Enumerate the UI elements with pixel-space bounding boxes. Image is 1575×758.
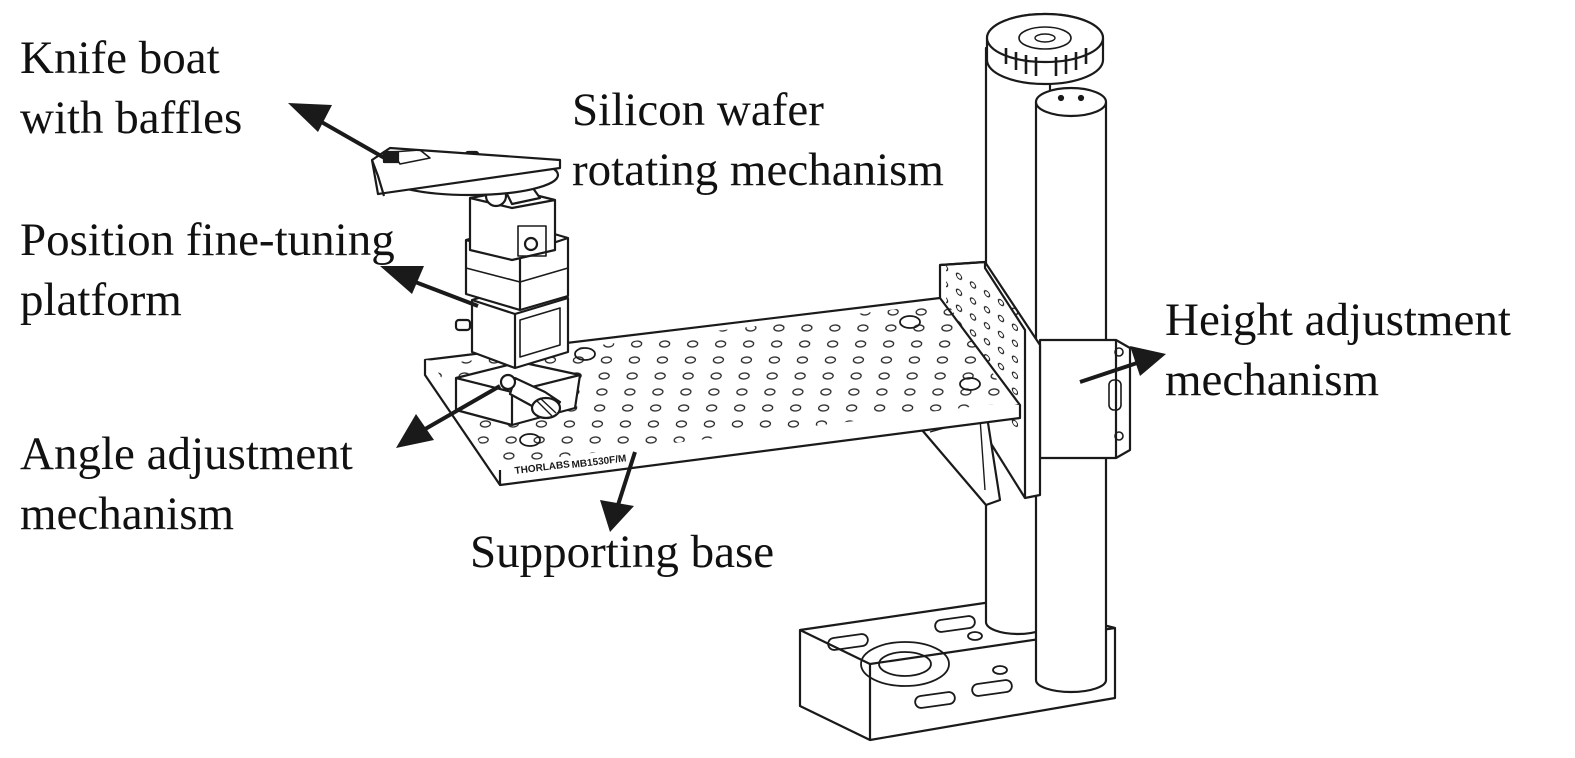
- label-line: with baffles: [20, 92, 243, 144]
- label-line: mechanism: [1165, 354, 1380, 406]
- label-angle-adjustment: Angle adjustment mechanism: [20, 424, 353, 544]
- arrow-height-adjustment: [1079, 346, 1166, 384]
- label-knife-boat: Knife boat with baffles: [20, 28, 242, 148]
- label-line: mechanism: [20, 488, 235, 540]
- label-line: Knife boat: [20, 32, 220, 84]
- label-line: Position fine-tuning: [20, 214, 395, 266]
- label-line: platform: [20, 274, 182, 326]
- label-line: Height adjustment: [1165, 294, 1511, 346]
- label-supporting-base: Supporting base: [470, 522, 774, 582]
- label-height-adjustment: Height adjustment mechanism: [1165, 290, 1511, 410]
- stage-assembly: [370, 146, 582, 427]
- vertical-post-stand: [798, 12, 1132, 742]
- pointer-arrows: [288, 103, 1166, 532]
- label-line: rotating mechanism: [572, 144, 944, 196]
- label-line: Angle adjustment: [20, 428, 353, 480]
- label-position-platform: Position fine-tuning platform: [20, 210, 395, 330]
- arrow-knife-boat: [288, 103, 389, 162]
- arrow-position-platform: [380, 266, 479, 308]
- label-line: Supporting base: [470, 526, 775, 578]
- arrow-angle-adjustment: [396, 384, 501, 448]
- label-silicon-wafer: Silicon wafer rotating mechanism: [572, 80, 944, 200]
- arrow-supporting-base: [600, 451, 637, 532]
- label-line: Silicon wafer: [572, 84, 824, 136]
